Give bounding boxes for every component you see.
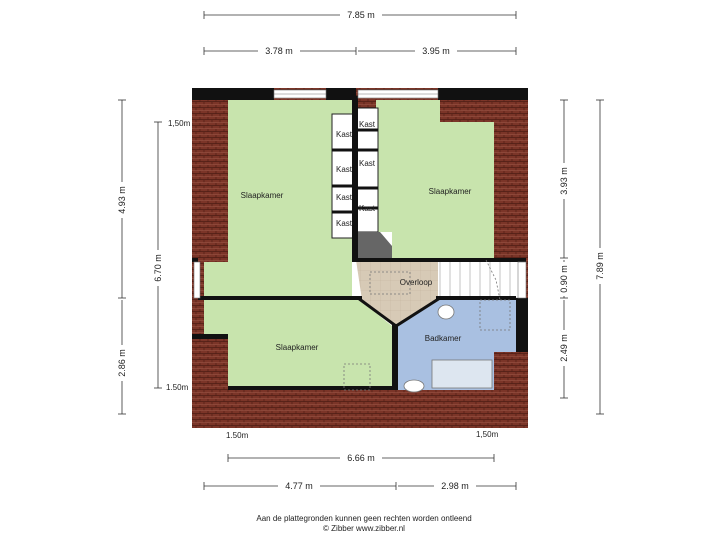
height-label-top-left: 1,50m	[168, 119, 191, 128]
sink-icon	[403, 379, 425, 393]
rooms	[204, 100, 521, 390]
room-label-slaapkamer-right: Slaapkamer	[429, 187, 472, 196]
dim-right-mid: 0.90 m	[558, 260, 570, 299]
dim-bottom-right-label: 2.98 m	[441, 481, 469, 491]
footer-copyright: © Zibber www.zibber.nl	[323, 524, 405, 533]
closet-label: Kast	[336, 219, 353, 228]
closet-label: Kast	[336, 193, 353, 202]
height-label-bottom-right: 1,50m	[476, 430, 499, 439]
room-label-slaapkamer-bottom: Slaapkamer	[276, 343, 319, 352]
closet-label: Kast	[336, 165, 353, 174]
walls	[192, 88, 528, 390]
closets	[331, 107, 392, 258]
height-label-bottom-left2: 1.50m	[226, 431, 249, 440]
dim-left-bottom: 2.86 m	[116, 300, 128, 415]
dim-left-bottom-label: 2.86 m	[117, 349, 127, 377]
dim-left-top: 4.93 m	[116, 99, 128, 299]
room-slaapkamer-bottom	[204, 300, 392, 390]
dim-left-top-label: 4.93 m	[117, 186, 127, 214]
fixtures	[343, 259, 511, 393]
closet-label: Kast	[359, 204, 376, 213]
room-label-overloop: Overloop	[400, 278, 433, 287]
dim-left-inner-label: 6.70 m	[153, 254, 163, 282]
dim-top-right: 3.95 m	[358, 45, 517, 57]
dim-right-top-label: 3.93 m	[559, 167, 569, 195]
closet-label: Kast	[336, 130, 353, 139]
dim-bottom-right: 2.98 m	[398, 480, 517, 492]
dim-top-left-label: 3.78 m	[265, 46, 293, 56]
room-overloop	[356, 260, 438, 326]
closet-label: Kast	[359, 120, 376, 129]
dim-right-total-label: 7.89 m	[595, 252, 605, 280]
dim-right-bottom: 2.49 m	[558, 300, 570, 399]
footer-disclaimer: Aan de plattegronden kunnen geen rechten…	[256, 514, 471, 523]
windows	[193, 89, 527, 299]
room-slaapkamer-left	[204, 100, 352, 298]
dim-bottom-left-label: 4.77 m	[285, 481, 313, 491]
stair-treads	[449, 260, 511, 298]
dim-top-left: 3.78 m	[203, 45, 357, 57]
room-slaapkamer-right	[376, 100, 494, 258]
room-label-slaapkamer-left: Slaapkamer	[241, 191, 284, 200]
shower-icon	[479, 299, 511, 331]
height-label-bottom-left: 1.50m	[166, 383, 189, 392]
dim-right-total: 7.89 m	[594, 99, 606, 415]
closet-label: Kast	[359, 159, 376, 168]
hatch	[369, 271, 411, 295]
bathtub-icon	[431, 359, 493, 389]
dim-right-mid-label: 0.90 m	[559, 265, 569, 293]
dim-right-top: 3.93 m	[558, 99, 570, 259]
room-label-badkamer: Badkamer	[425, 334, 462, 343]
dim-top-right-label: 3.95 m	[422, 46, 450, 56]
dim-left-inner: 6.70 m	[152, 121, 164, 389]
dim-bottom-left: 4.77 m	[203, 480, 397, 492]
dim-right-bottom-label: 2.49 m	[559, 334, 569, 362]
dim-bottom-inner: 6.66 m	[227, 452, 495, 464]
dim-top-total-label: 7.85 m	[347, 10, 375, 20]
toilet-icon	[437, 304, 455, 320]
dim-top-total: 7.85 m	[203, 9, 517, 21]
dim-bottom-inner-label: 6.66 m	[347, 453, 375, 463]
